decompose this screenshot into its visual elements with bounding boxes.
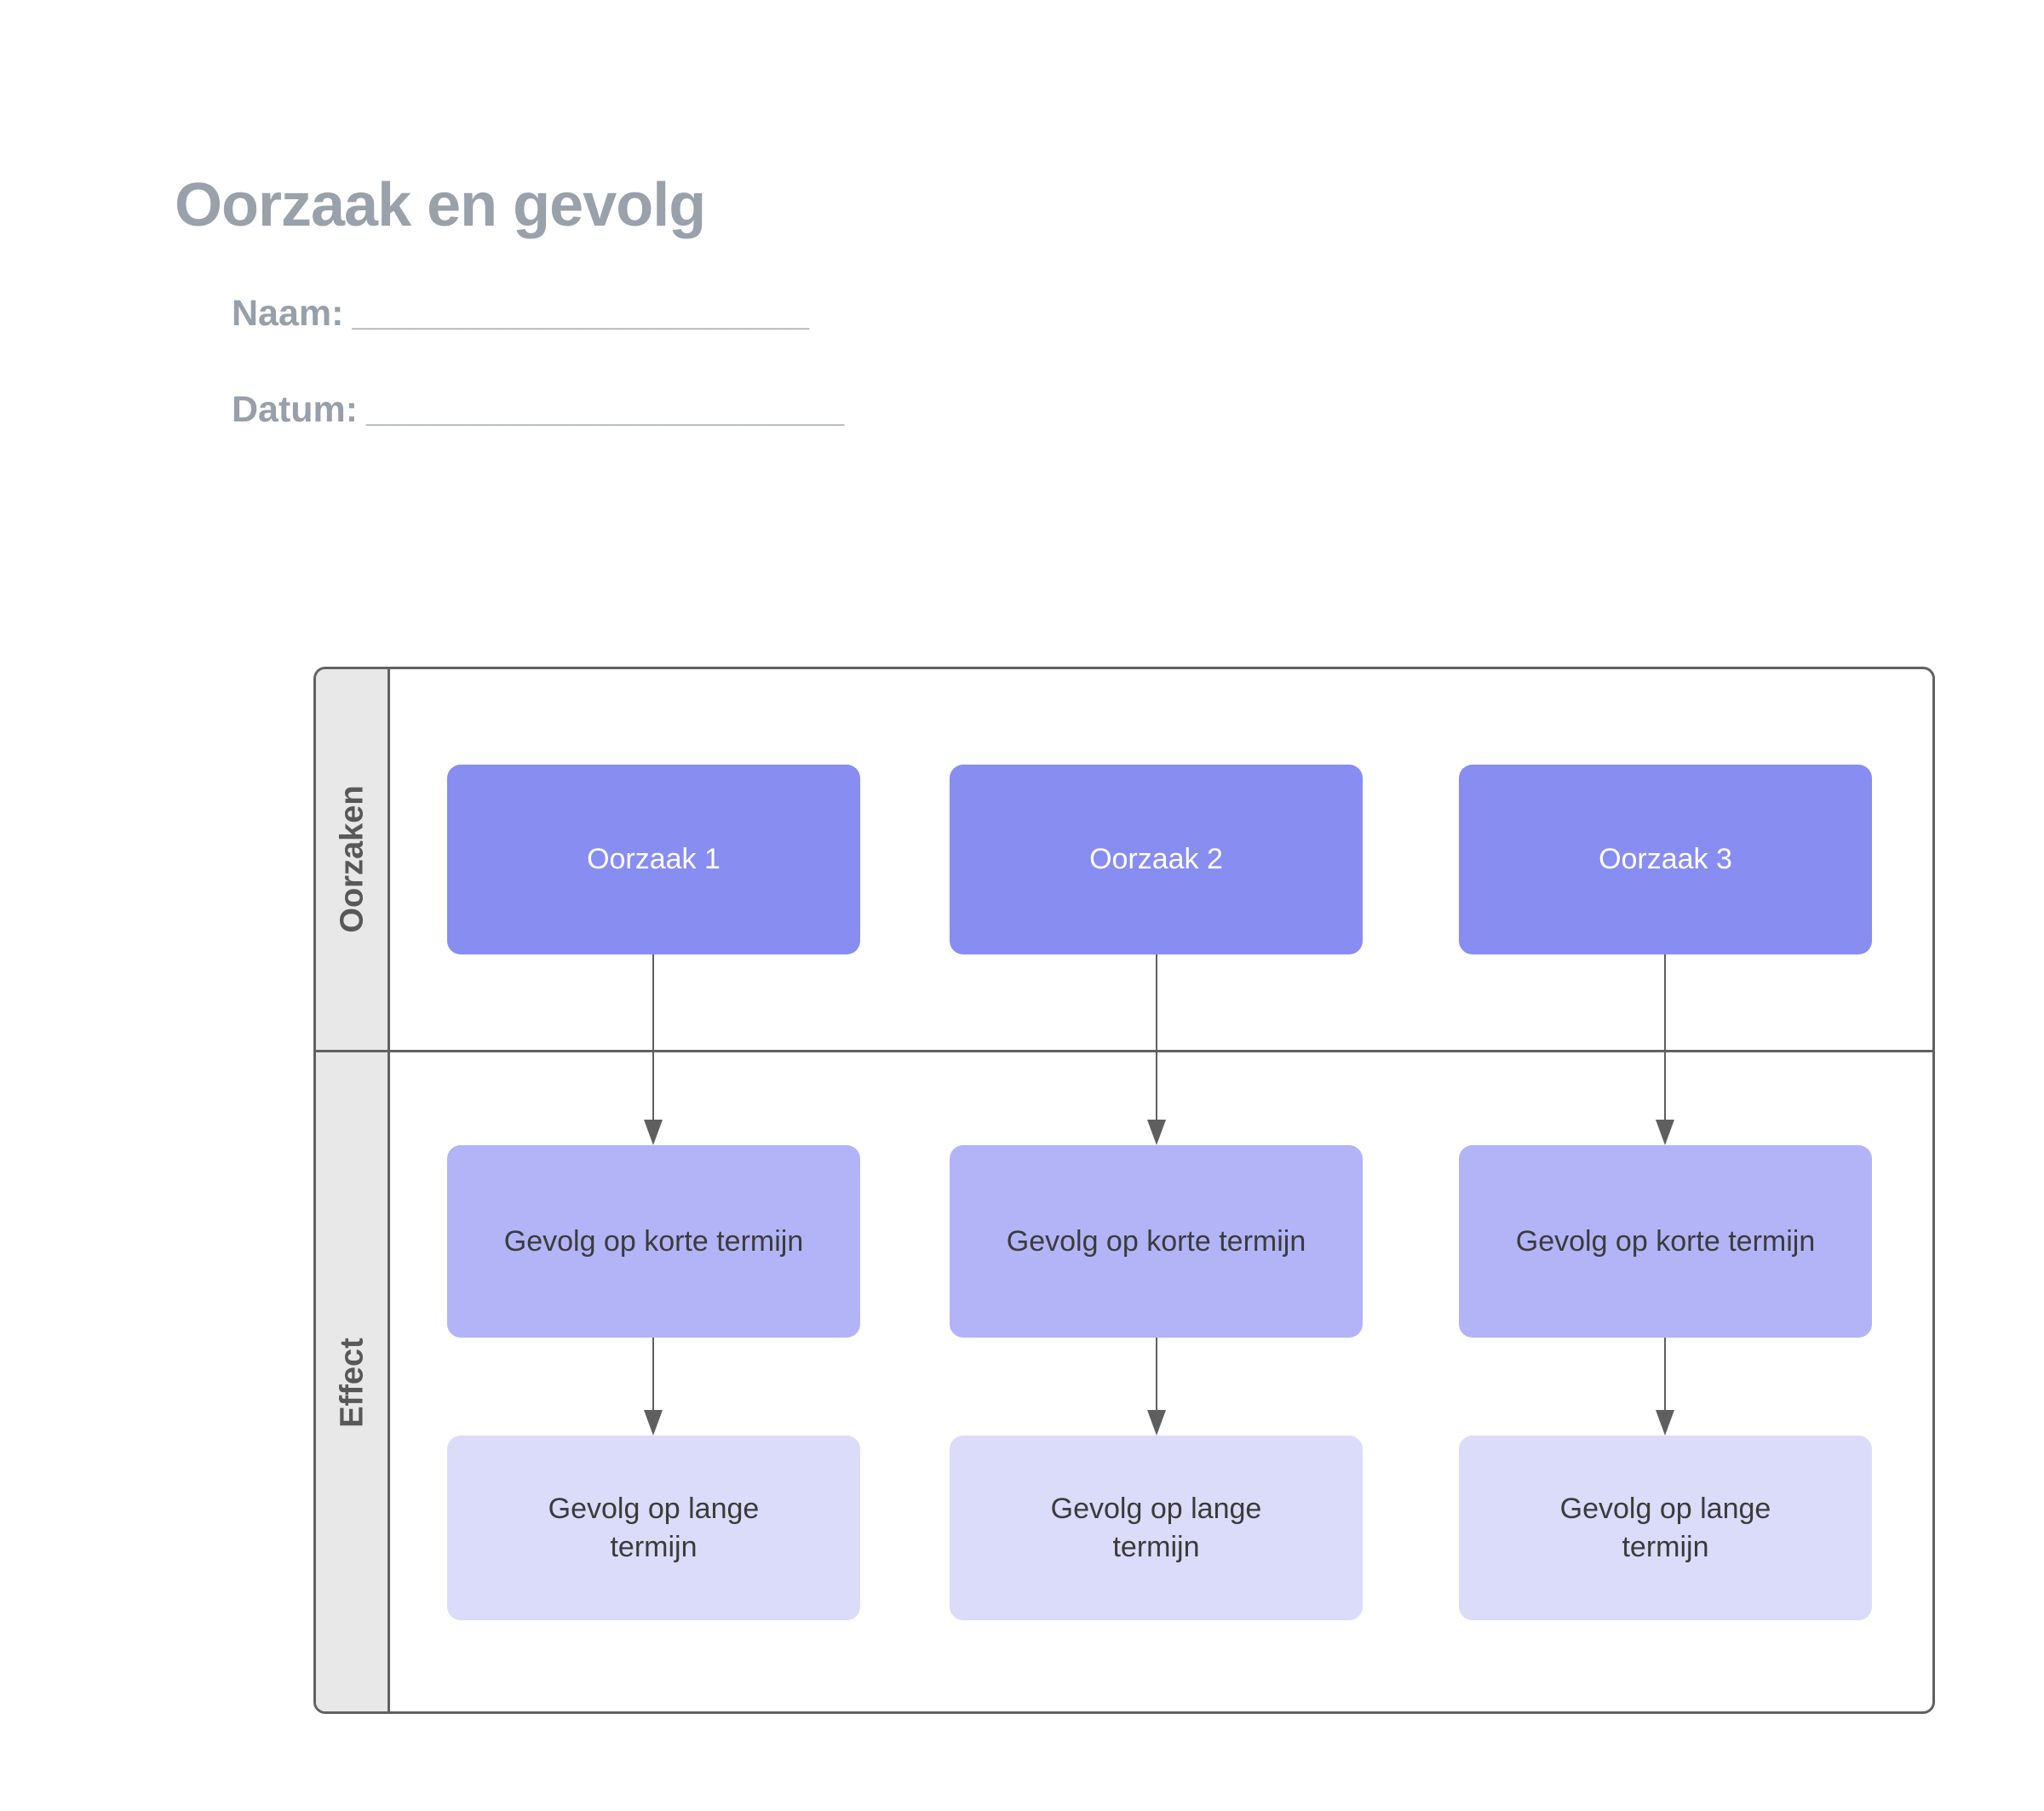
effect-row-label: Effect: [334, 1338, 370, 1428]
date-label: Datum:: [232, 389, 359, 430]
cause-box[interactable]: Oorzaak 1: [447, 765, 860, 954]
long-term-effect-box[interactable]: Gevolg op lange termijn: [1459, 1436, 1872, 1620]
long-term-effect-label: Gevolg op lange termijn: [548, 1492, 760, 1563]
arrow-head: [1147, 1410, 1166, 1436]
arrow-down-icon: [1147, 1338, 1166, 1436]
arrow-down-icon: [1656, 954, 1674, 1145]
name-field: Naam:______________________: [232, 293, 810, 335]
short-term-effect-box[interactable]: Gevolg op korte termijn: [1459, 1145, 1872, 1338]
short-term-effect-box[interactable]: Gevolg op korte termijn: [447, 1145, 860, 1338]
cause-box-label: Oorzaak 1: [587, 843, 721, 876]
arrow-head: [1656, 1120, 1674, 1145]
arrow-down-icon: [644, 954, 663, 1145]
date-field: Datum:_______________________: [232, 389, 845, 431]
date-blank-line: _______________________: [366, 389, 845, 430]
arrow-head: [644, 1120, 663, 1145]
long-term-effect-label: Gevolg op lange termijn: [1559, 1492, 1771, 1563]
cause-box[interactable]: Oorzaak 2: [950, 765, 1363, 954]
long-term-effect-box[interactable]: Gevolg op lange termijn: [950, 1436, 1363, 1620]
short-term-effect-box[interactable]: Gevolg op korte termijn: [950, 1145, 1363, 1338]
short-term-effect-label: Gevolg op korte termijn: [1006, 1224, 1306, 1258]
cause-box[interactable]: Oorzaak 3: [1459, 765, 1872, 954]
arrow-shaft: [652, 1338, 654, 1410]
arrow-shaft: [1664, 954, 1666, 1120]
cause-effect-diagram: Oorzaken Effect Oorzaak 1 Gevolg op kort…: [313, 667, 1935, 1714]
cause-box-label: Oorzaak 2: [1089, 843, 1223, 876]
arrow-head: [1656, 1410, 1674, 1436]
cause-box-label: Oorzaak 3: [1599, 843, 1732, 876]
arrow-head: [1147, 1120, 1166, 1145]
short-term-effect-label: Gevolg op korte termijn: [1515, 1224, 1816, 1258]
long-term-effect-box[interactable]: Gevolg op lange termijn: [447, 1436, 860, 1620]
name-blank-line: ______________________: [352, 293, 810, 334]
causes-row-label: Oorzaken: [334, 785, 370, 933]
arrow-head: [644, 1410, 663, 1436]
arrow-shaft: [652, 954, 654, 1120]
arrow-shaft: [1664, 1338, 1666, 1410]
arrow-shaft: [1156, 1338, 1157, 1410]
row-divider: [316, 1050, 1932, 1052]
arrow-down-icon: [644, 1338, 663, 1436]
row-label-band: Oorzaken Effect: [316, 669, 390, 1711]
long-term-effect-label: Gevolg op lange termijn: [1050, 1492, 1262, 1563]
page-title: Oorzaak en gevolg: [175, 171, 706, 239]
name-label: Naam:: [232, 293, 344, 334]
arrow-shaft: [1156, 954, 1157, 1120]
arrow-down-icon: [1147, 954, 1166, 1145]
arrow-down-icon: [1656, 1338, 1674, 1436]
short-term-effect-label: Gevolg op korte termijn: [503, 1224, 804, 1258]
